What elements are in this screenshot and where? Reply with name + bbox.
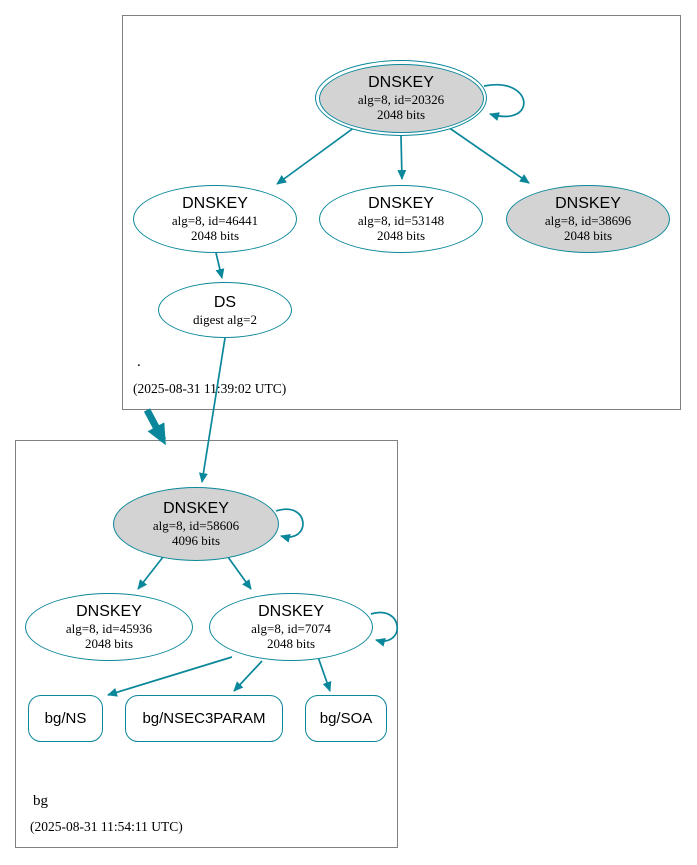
node-dnskey-58606[interactable]: DNSKEY alg=8, id=58606 4096 bits [113, 487, 279, 561]
node-detail: 2048 bits [266, 636, 316, 651]
rrset-label: bg/NS [44, 710, 87, 727]
node-title: DNSKEY [368, 195, 434, 212]
node-detail: digest alg=2 [192, 311, 258, 327]
node-ds-bg[interactable]: DS digest alg=2 [158, 282, 292, 338]
node-detail: alg=8, id=7074 [251, 621, 331, 636]
node-title: DNSKEY [258, 603, 324, 620]
node-detail: 2048 bits [190, 228, 240, 243]
node-title: DNSKEY [555, 195, 621, 212]
rrset-bg-soa[interactable]: bg/SOA [305, 695, 387, 742]
rrset-label: bg/NSEC3PARAM [142, 710, 266, 727]
node-detail: alg=8, id=53148 [357, 213, 445, 228]
node-detail: alg=8, id=38696 [544, 213, 632, 228]
zone-label-bg: bg [33, 793, 48, 809]
node-detail: 4096 bits [171, 533, 221, 548]
rrset-bg-ns[interactable]: bg/NS [28, 695, 103, 742]
zone-label-root: . [137, 354, 141, 370]
node-title: DNSKEY [182, 195, 248, 212]
node-dnskey-20326-inner: DNSKEY alg=8, id=20326 2048 bits [318, 63, 484, 133]
node-detail: alg=8, id=58606 [152, 518, 240, 533]
node-title: DS [213, 293, 237, 311]
node-detail: alg=8, id=20326 [357, 92, 445, 107]
node-dnskey-20326[interactable]: DNSKEY alg=8, id=20326 2048 bits [315, 60, 487, 136]
node-dnskey-46441[interactable]: DNSKEY alg=8, id=46441 2048 bits [133, 185, 297, 253]
rrset-label: bg/SOA [319, 710, 373, 727]
zone-timestamp-bg: (2025-08-31 11:54:11 UTC) [30, 819, 183, 834]
node-dnskey-45936[interactable]: DNSKEY alg=8, id=45936 2048 bits [25, 593, 193, 661]
zone-timestamp-root: (2025-08-31 11:39:02 UTC) [133, 381, 287, 396]
node-dnskey-38696[interactable]: DNSKEY alg=8, id=38696 2048 bits [506, 185, 670, 253]
rrset-bg-nsec3param[interactable]: bg/NSEC3PARAM [125, 695, 283, 742]
node-title: DNSKEY [163, 500, 229, 517]
node-title: DNSKEY [368, 74, 434, 91]
node-detail: 2048 bits [376, 228, 426, 243]
node-detail: alg=8, id=46441 [171, 213, 259, 228]
node-detail: alg=8, id=45936 [65, 621, 153, 636]
node-dnskey-53148[interactable]: DNSKEY alg=8, id=53148 2048 bits [319, 185, 483, 253]
node-dnskey-7074[interactable]: DNSKEY alg=8, id=7074 2048 bits [209, 593, 373, 661]
node-detail: 2048 bits [84, 636, 134, 651]
node-detail: 2048 bits [376, 107, 426, 122]
node-title: DNSKEY [76, 603, 142, 620]
node-detail: 2048 bits [563, 228, 613, 243]
edge-delegation-root-to-bg [143, 408, 167, 446]
